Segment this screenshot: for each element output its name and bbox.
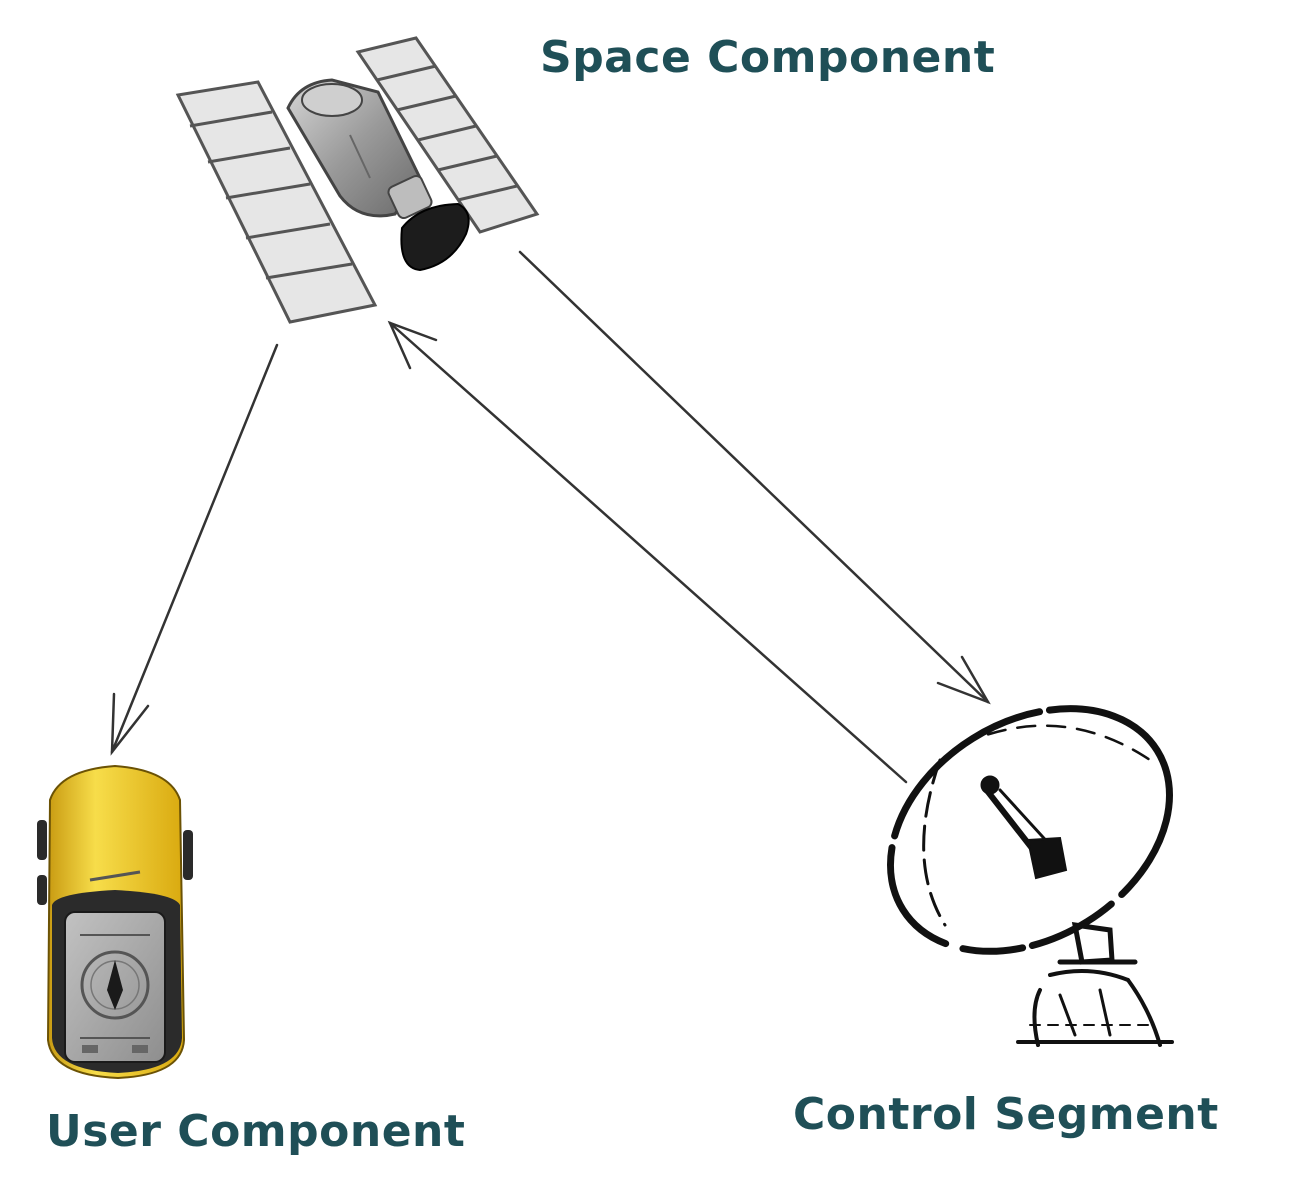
arrowhead-user bbox=[110, 692, 150, 756]
right-solar-panel bbox=[355, 36, 540, 234]
satellite-icon bbox=[175, 36, 540, 324]
gps-receiver-icon bbox=[37, 764, 193, 1080]
user-component-label: User Component bbox=[46, 1106, 466, 1157]
arrowhead-space bbox=[387, 320, 438, 370]
left-solar-panel bbox=[175, 80, 378, 324]
dish-rim bbox=[887, 705, 1173, 955]
link-control-to-space bbox=[388, 321, 908, 784]
link-space-to-control bbox=[518, 250, 990, 704]
space-component-label: Space Component bbox=[540, 32, 996, 83]
control-segment-label: Control Segment bbox=[793, 1089, 1219, 1140]
satellite-body bbox=[286, 78, 470, 272]
signal-lines bbox=[110, 250, 991, 784]
satellite-dish-icon bbox=[887, 705, 1174, 1047]
arrowhead-control bbox=[936, 655, 991, 705]
link-space-to-user bbox=[110, 343, 279, 754]
